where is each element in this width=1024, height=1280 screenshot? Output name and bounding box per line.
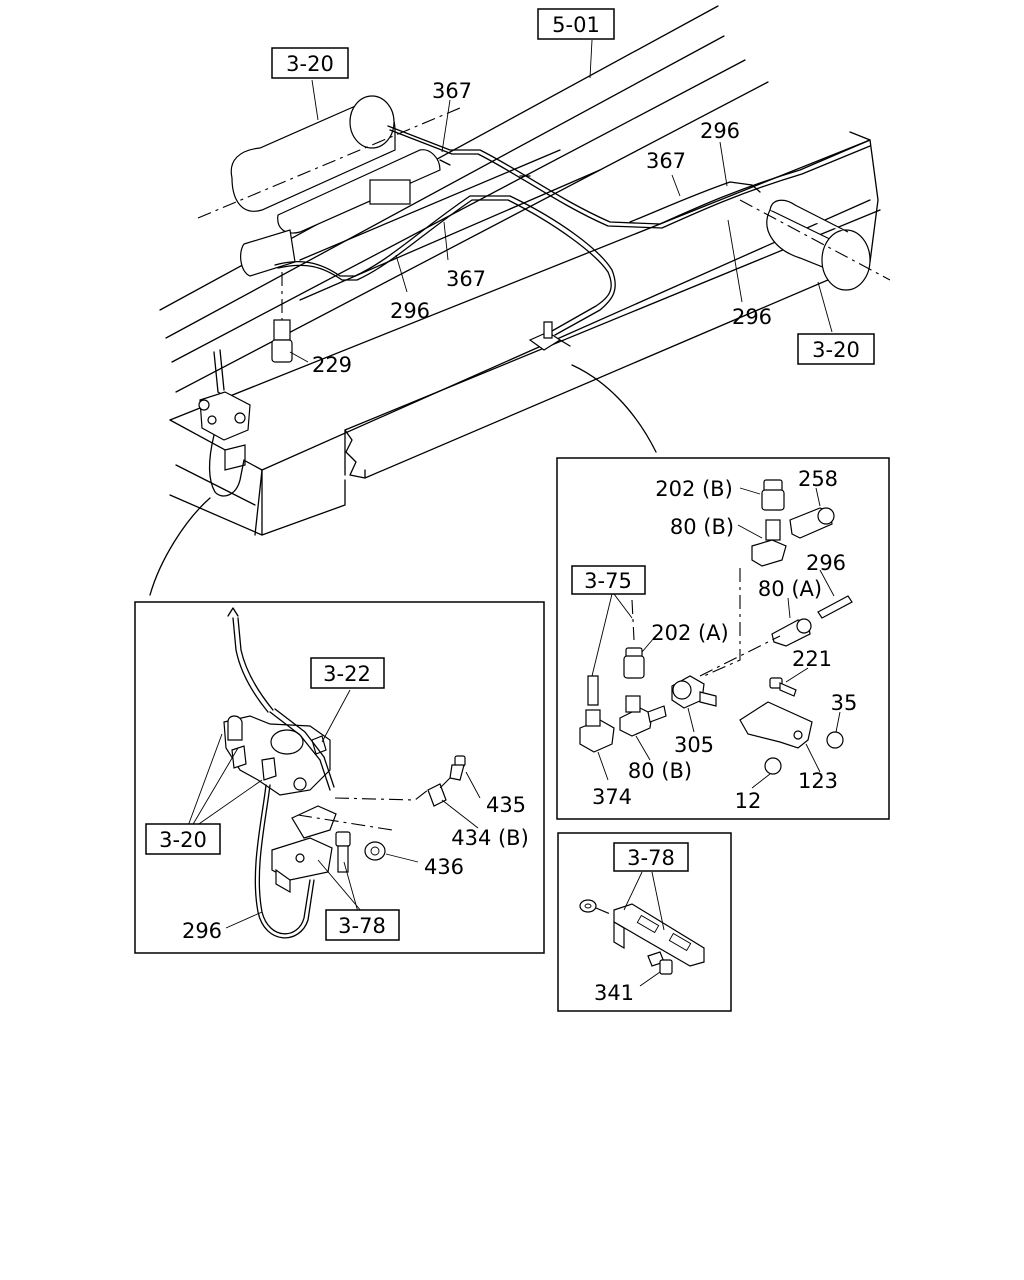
detail-panel-left: 3-22 3-20 3-78 435 434 (B) 436 296 [134,601,545,954]
ref-3-22-text: 3-22 [323,662,371,686]
label-367-c: 367 [446,267,486,291]
label-436: 436 [424,855,464,879]
label-221: 221 [792,647,832,671]
ref-3-20-left-panel: 3-20 [145,823,221,855]
label-35: 35 [831,691,858,715]
ref-3-78-right-panel: 3-78 [613,842,689,872]
air-tank-left [197,95,461,277]
label-296-a: 296 [700,119,740,143]
label-296-c: 296 [732,305,772,329]
label-367-a: 367 [432,79,472,103]
fitting-229 [271,272,293,363]
label-296-b: 296 [390,299,430,323]
detail-panel-bracket: 3-78 341 [557,832,732,1012]
tee-valve-top [528,321,571,351]
label-202b: 202 (B) [655,477,733,501]
label-434b: 434 (B) [451,826,529,850]
label-123: 123 [798,769,838,793]
label-80b-bottom: 80 (B) [628,759,692,783]
ref-3-78-left-panel-text: 3-78 [338,914,386,938]
ref-3-78-left-panel: 3-78 [325,909,400,941]
air-lines [274,125,871,336]
ref-3-20-top-right-text: 3-20 [812,338,860,362]
ref-5-01: 5-01 [537,8,615,40]
label-258: 258 [798,467,838,491]
ref-5-01-text: 5-01 [552,13,600,37]
label-296-left-panel: 296 [182,919,222,943]
ref-3-22: 3-22 [310,657,385,689]
label-305: 305 [674,733,714,757]
detail-panel-right: 3-75 202 (B) 258 80 (B) 296 80 (A) 202 (… [556,457,890,820]
ref-3-20-top-left-text: 3-20 [286,52,334,76]
air-tank-right [739,199,891,291]
label-296-right-panel: 296 [806,551,846,575]
label-374: 374 [592,785,632,809]
label-12: 12 [735,789,762,813]
label-80b-top: 80 (B) [670,515,734,539]
label-202a: 202 (A) [651,621,729,645]
label-341: 341 [594,981,634,1005]
ref-3-20-left-panel-text: 3-20 [159,828,207,852]
relay-valve-assembly-small [198,349,251,497]
ref-3-75: 3-75 [571,565,646,595]
label-435: 435 [486,793,526,817]
label-229: 229 [312,353,352,377]
chassis-frame [159,5,881,536]
ref-3-78-right-panel-text: 3-78 [627,846,675,870]
label-80a: 80 (A) [758,577,822,601]
ref-3-20-top-right: 3-20 [797,333,875,365]
label-367-b: 367 [646,149,686,173]
ref-3-20-top-left: 3-20 [271,47,349,79]
ref-3-75-text: 3-75 [584,569,632,593]
